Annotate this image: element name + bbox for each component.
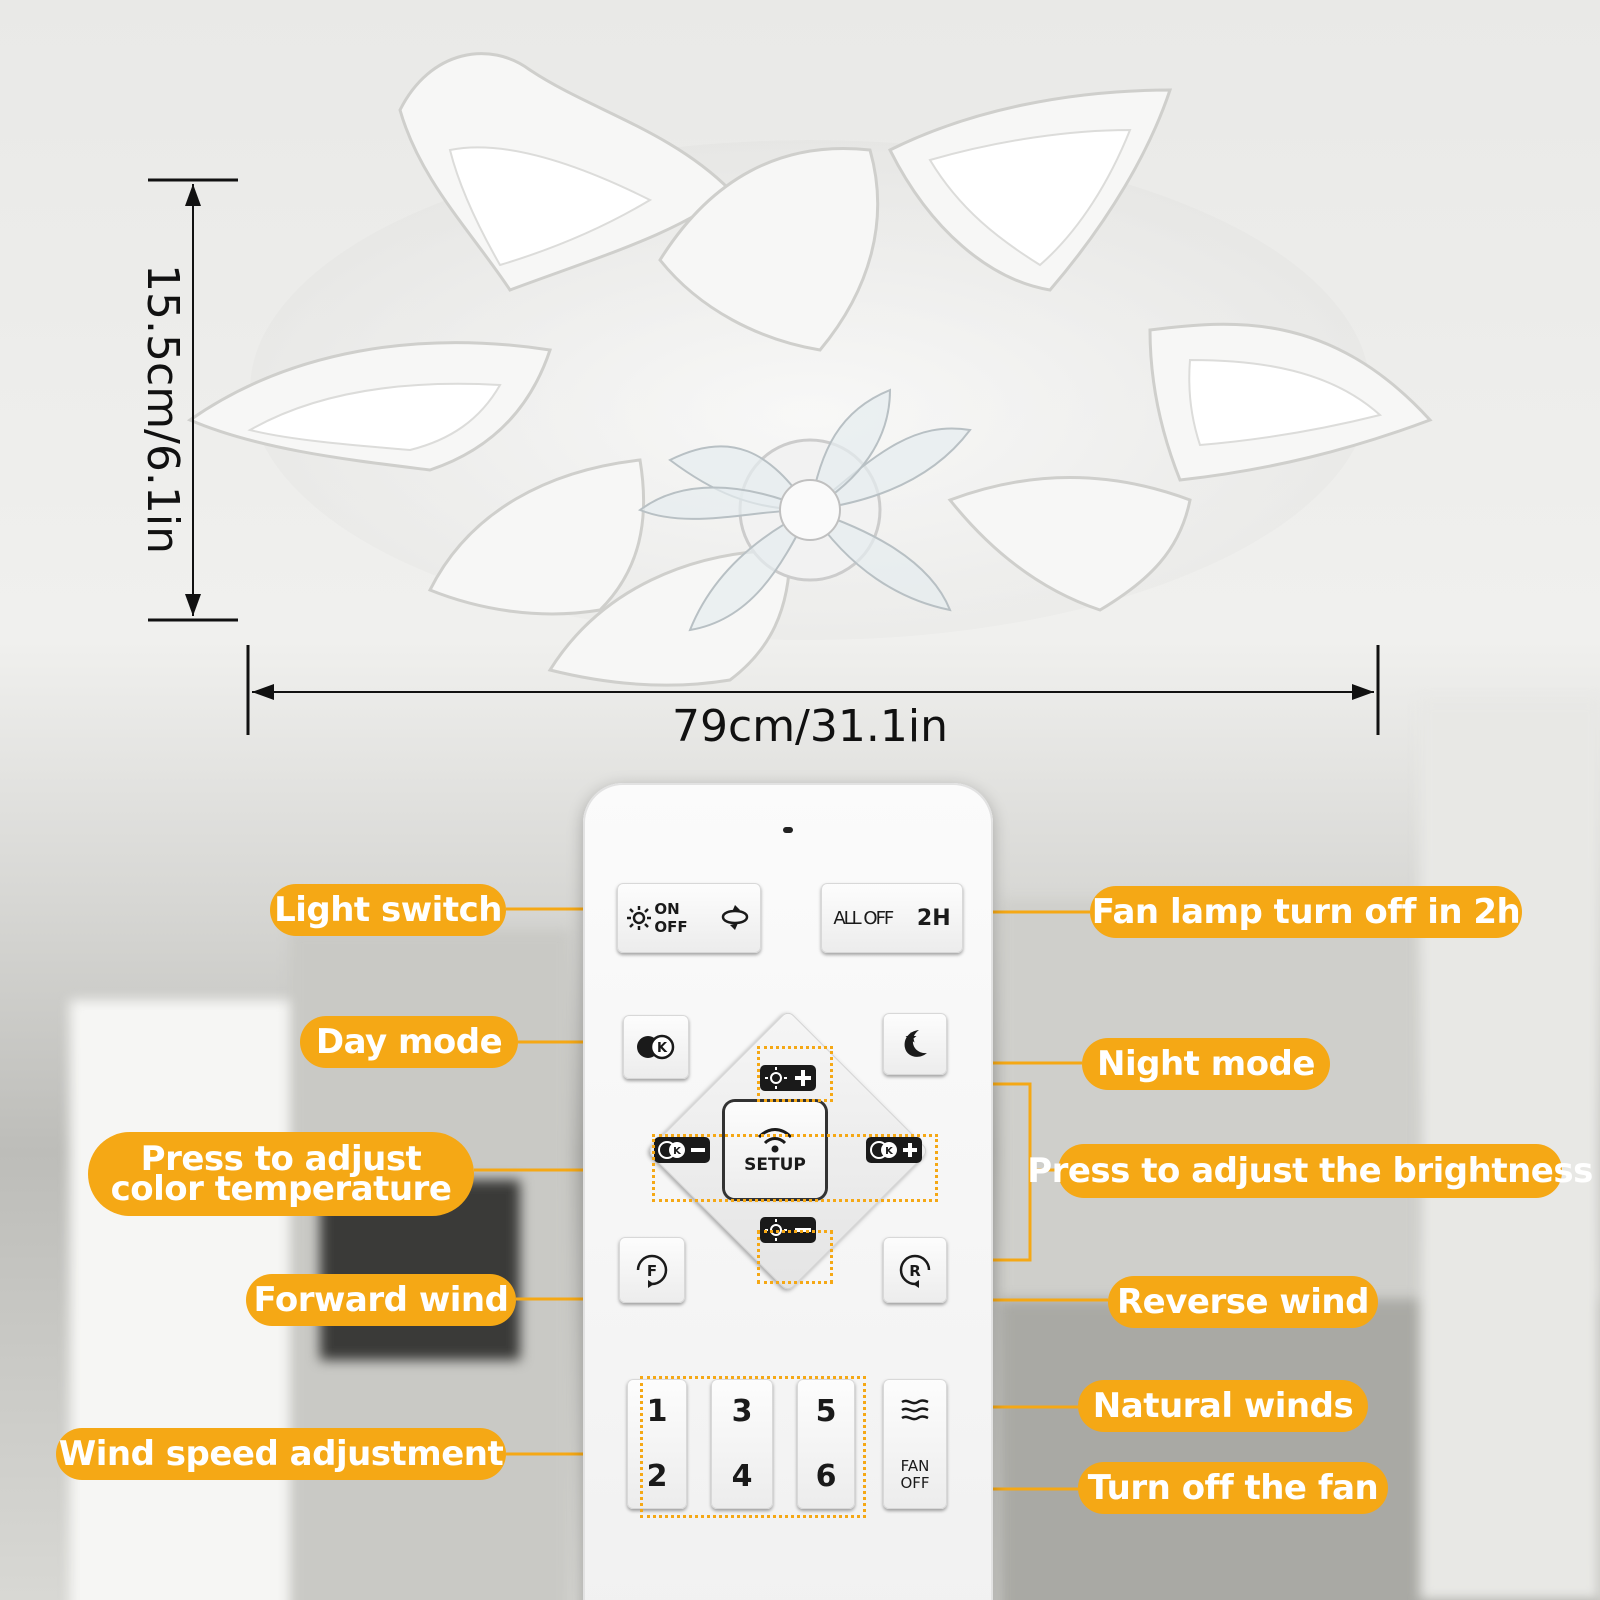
speed-6[interactable]: 6 <box>815 1459 837 1494</box>
setup-key[interactable]: SETUP <box>725 1102 825 1198</box>
night-mode-key[interactable] <box>883 1013 947 1075</box>
fan-off-line1: FAN <box>900 1456 930 1475</box>
lamp-petal-inner-lights <box>247 128 1383 452</box>
forward-rotation-icon: F <box>636 1254 668 1288</box>
height-dimension-line <box>148 178 238 622</box>
sun-icon <box>627 906 652 930</box>
color-temp-row-highlight <box>652 1134 938 1202</box>
speed-3[interactable]: 3 <box>731 1394 753 1429</box>
reverse-rotation-icon: R <box>899 1254 931 1288</box>
fan-rotate-icon <box>721 905 748 930</box>
forward-label: F <box>647 1262 657 1280</box>
callout-color-temp-line2: color temperature <box>110 1169 452 1209</box>
speed-key-5-6[interactable]: 5 6 <box>797 1379 855 1509</box>
fan-blades <box>637 388 972 632</box>
all-off-timer-key[interactable]: ALL OFF 2H <box>821 883 963 953</box>
light-off-label: OFF <box>654 918 688 936</box>
callout-reverse-wind: Reverse wind <box>1108 1276 1378 1328</box>
natural-wind-fan-off-key[interactable]: FAN OFF <box>883 1379 947 1509</box>
timer-2h-label: 2H <box>916 905 951 931</box>
callout-fan-lamp-off-2h: Fan lamp turn off in 2h <box>1090 886 1522 938</box>
callout-natural-winds: Natural winds <box>1078 1380 1368 1432</box>
color-temp-up-key[interactable]: K <box>859 1130 929 1170</box>
speed-1[interactable]: 1 <box>646 1394 668 1429</box>
callout-wind-speed: Wind speed adjustment <box>56 1428 506 1480</box>
svg-text:K: K <box>885 1146 894 1157</box>
callout-light-switch: Light switch <box>270 884 506 936</box>
brightness-up-key[interactable] <box>757 1060 819 1096</box>
light-switch-key[interactable]: ON OFF <box>617 883 761 953</box>
brightness-up-icon <box>760 1065 816 1091</box>
callout-brightness: Press to adjust the brightness <box>1027 1144 1593 1198</box>
speed-5[interactable]: 5 <box>815 1394 837 1429</box>
color-temperature-plus-icon: K <box>866 1137 922 1163</box>
wind-waves-icon <box>901 1398 929 1420</box>
brightness-up-highlight <box>757 1046 833 1102</box>
color-temperature-icon: K <box>637 1034 675 1060</box>
speed-4[interactable]: 4 <box>731 1459 753 1494</box>
callout-turn-off-fan: Turn off the fan <box>1078 1462 1388 1514</box>
fan-center-cap <box>779 479 841 541</box>
reverse-label: R <box>909 1262 921 1280</box>
light-on-label: ON <box>654 900 680 918</box>
callout-color-temperature: Press to adjust color temperature <box>88 1132 474 1216</box>
moon-star-icon <box>904 1030 927 1057</box>
speed-2[interactable]: 2 <box>646 1459 668 1494</box>
background-cabinet-right <box>1000 900 1420 1300</box>
width-dimension-line <box>246 645 1380 735</box>
forward-wind-key[interactable]: F <box>619 1237 685 1303</box>
color-temperature-minus-icon: K <box>654 1137 710 1163</box>
setup-label: SETUP <box>744 1155 806 1175</box>
fan-off-line2: OFF <box>900 1473 930 1492</box>
callout-forward-wind: Forward wind <box>246 1274 516 1326</box>
all-off-label: ALL OFF <box>833 907 894 929</box>
speed-key-1-2[interactable]: 1 2 <box>627 1379 687 1509</box>
callout-day-mode: Day mode <box>300 1016 518 1068</box>
dpad: K K SET <box>646 1009 930 1293</box>
callout-color-temp-line1: Press to adjust <box>140 1139 422 1179</box>
brightness-down-highlight <box>757 1230 833 1284</box>
remote-control: ON OFF ALL OFF 2H K <box>583 783 993 1600</box>
speed-keys-highlight <box>640 1376 866 1518</box>
callout-night-mode: Night mode <box>1082 1038 1330 1090</box>
reverse-wind-key[interactable]: R <box>883 1237 947 1303</box>
width-label: 79cm/31.1in <box>672 701 948 752</box>
svg-text:K: K <box>657 1041 668 1056</box>
ceiling-fan-lamp <box>186 52 1433 687</box>
svg-text:K: K <box>673 1146 682 1157</box>
day-mode-key[interactable]: K <box>623 1015 689 1079</box>
speed-key-3-4[interactable]: 3 4 <box>711 1379 773 1509</box>
color-temp-down-key[interactable]: K <box>647 1130 717 1170</box>
ir-indicator <box>783 827 793 833</box>
